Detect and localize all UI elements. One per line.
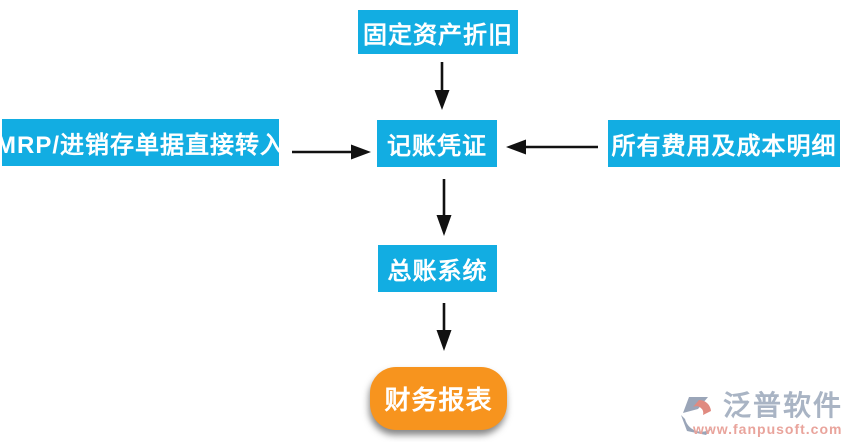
fanpu-watermark: 泛普软件 www.fanpusoft.com <box>675 391 843 439</box>
fanpu-hexagon-logo-icon <box>680 397 715 435</box>
fanpu-brand-text: 泛普软件 <box>722 390 843 421</box>
arrow-mrp-to-voucher <box>292 144 371 160</box>
node-general-ledger-system: 总账系统 <box>378 245 497 292</box>
node-mrp-inventory-transfer: MRP/进销存单据直接转入 <box>0 119 284 166</box>
arrow-ledger-to-report <box>436 303 452 351</box>
arrow-expenses-to-voucher <box>506 139 598 155</box>
node-fixed-asset-depreciation: 固定资产折旧 <box>358 10 518 54</box>
arrow-fixed-asset-to-voucher <box>434 62 450 110</box>
fanpu-url-text: www.fanpusoft.com <box>692 421 843 437</box>
node-financial-report: 财务报表 <box>370 367 507 430</box>
arrow-voucher-to-ledger <box>436 179 452 236</box>
node-accounting-voucher: 记账凭证 <box>377 120 497 167</box>
node-expenses-cost-details: 所有费用及成本明细 <box>608 120 840 167</box>
